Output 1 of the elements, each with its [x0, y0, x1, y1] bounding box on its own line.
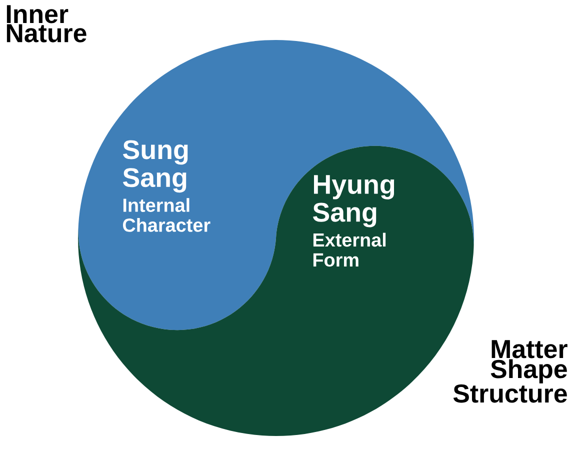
- label-text: Inner Nature: [6, 5, 86, 42]
